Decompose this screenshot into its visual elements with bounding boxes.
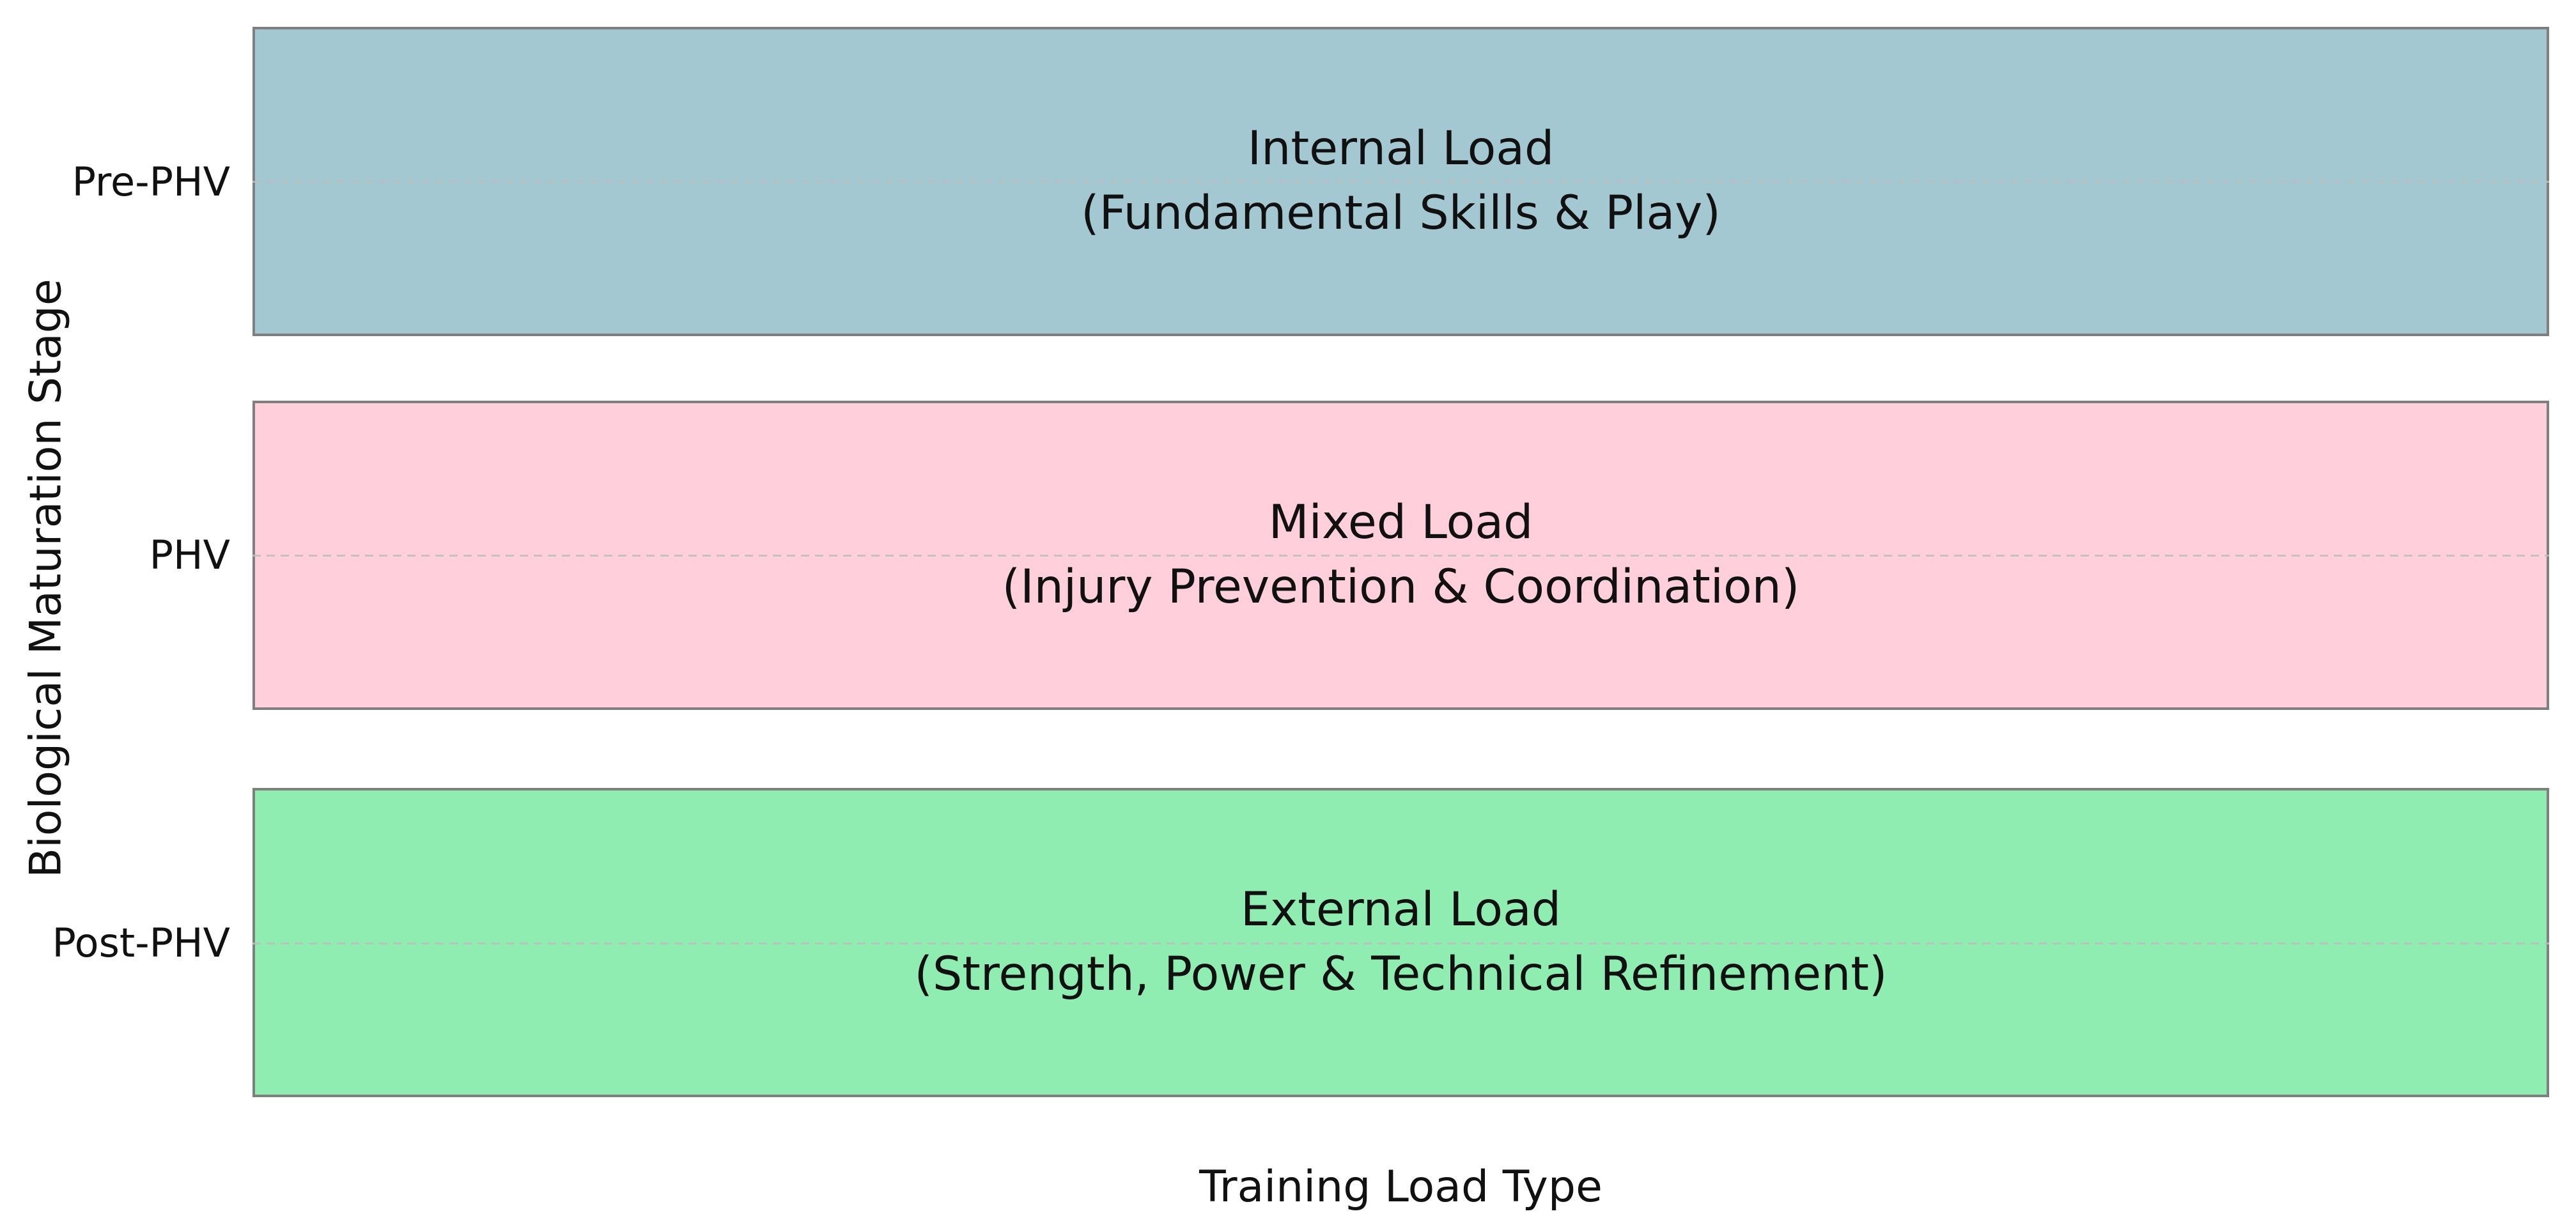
bar-label-line2: (Injury Prevention & Coordination): [1002, 560, 1800, 614]
bar-label-line2: (Strength, Power & Technical Refinement): [914, 947, 1888, 1001]
bar-label-post-phv: External Load (Strength, Power & Technic…: [914, 878, 1887, 1006]
y-axis-label: Biological Maturation Stage: [20, 279, 72, 878]
gridline-post-phv: [252, 943, 2549, 944]
bar-label-line1: External Load: [1240, 882, 1562, 937]
x-axis-label: Training Load Type: [1199, 1162, 1602, 1212]
bar-label-line1: Internal Load: [1247, 121, 1555, 176]
gridline-pre-phv: [252, 181, 2549, 183]
y-tick-phv: PHV: [149, 532, 230, 578]
bar-label-line2: (Fundamental Skills & Play): [1081, 186, 1721, 240]
bar-label-phv: Mixed Load (Injury Prevention & Coordina…: [1002, 491, 1800, 619]
bar-label-pre-phv: Internal Load (Fundamental Skills & Play…: [1081, 117, 1721, 245]
gridline-phv: [252, 555, 2549, 557]
y-tick-post-phv: Post-PHV: [52, 920, 230, 966]
y-tick-pre-phv: Pre-PHV: [72, 158, 230, 205]
bar-label-line1: Mixed Load: [1268, 495, 1533, 550]
